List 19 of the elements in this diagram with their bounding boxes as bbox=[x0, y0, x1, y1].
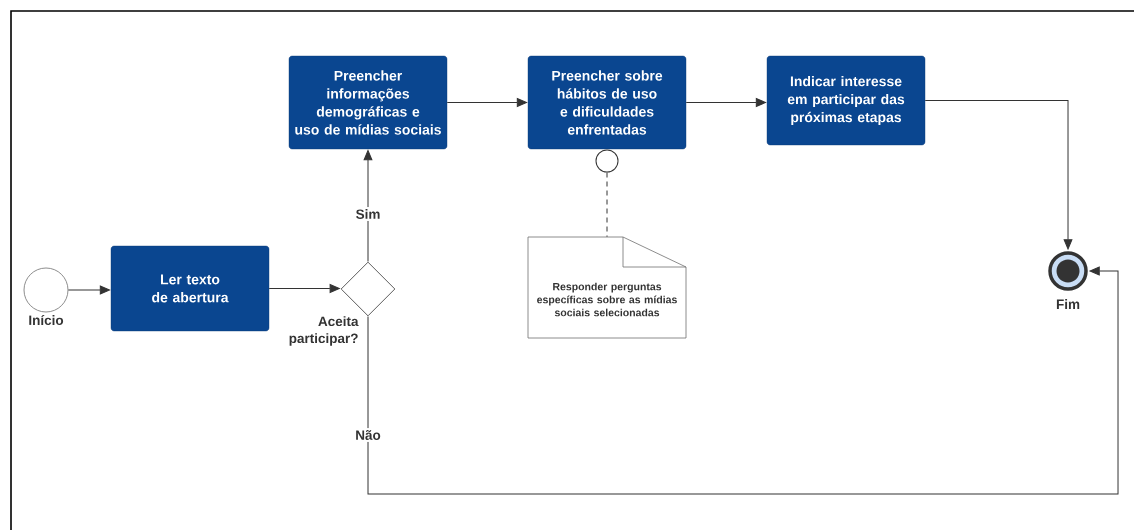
task-box: Preencher sobre hábitos de uso e dificuldades enfrentadas bbox=[527, 55, 687, 150]
edge-label: Não bbox=[353, 428, 383, 442]
arrow bbox=[685, 98, 766, 107]
dashed-association-line bbox=[606, 172, 608, 238]
task-box: Indicar interesse em participar das próximas etapas bbox=[766, 55, 926, 146]
event-label: Início bbox=[29, 315, 64, 325]
edge-label: Sim bbox=[353, 207, 383, 221]
task-box: Ler texto de abertura bbox=[110, 245, 270, 332]
arrow bbox=[924, 100, 1073, 250]
annotation-note: Responder perguntas específicas sobre as mídias sociais selecionadas bbox=[527, 236, 687, 339]
task-box: Preencher informações demográficas e uso de mídias sociais bbox=[288, 55, 448, 150]
boundary-event-circle bbox=[595, 149, 619, 173]
arrow bbox=[67, 285, 110, 295]
arrow bbox=[446, 98, 527, 107]
arrow bbox=[367, 266, 1119, 495]
arrow bbox=[363, 150, 373, 263]
event-label: Fim bbox=[1056, 299, 1080, 309]
event-label: Aceita participar? bbox=[289, 316, 359, 346]
arrow bbox=[268, 284, 340, 293]
